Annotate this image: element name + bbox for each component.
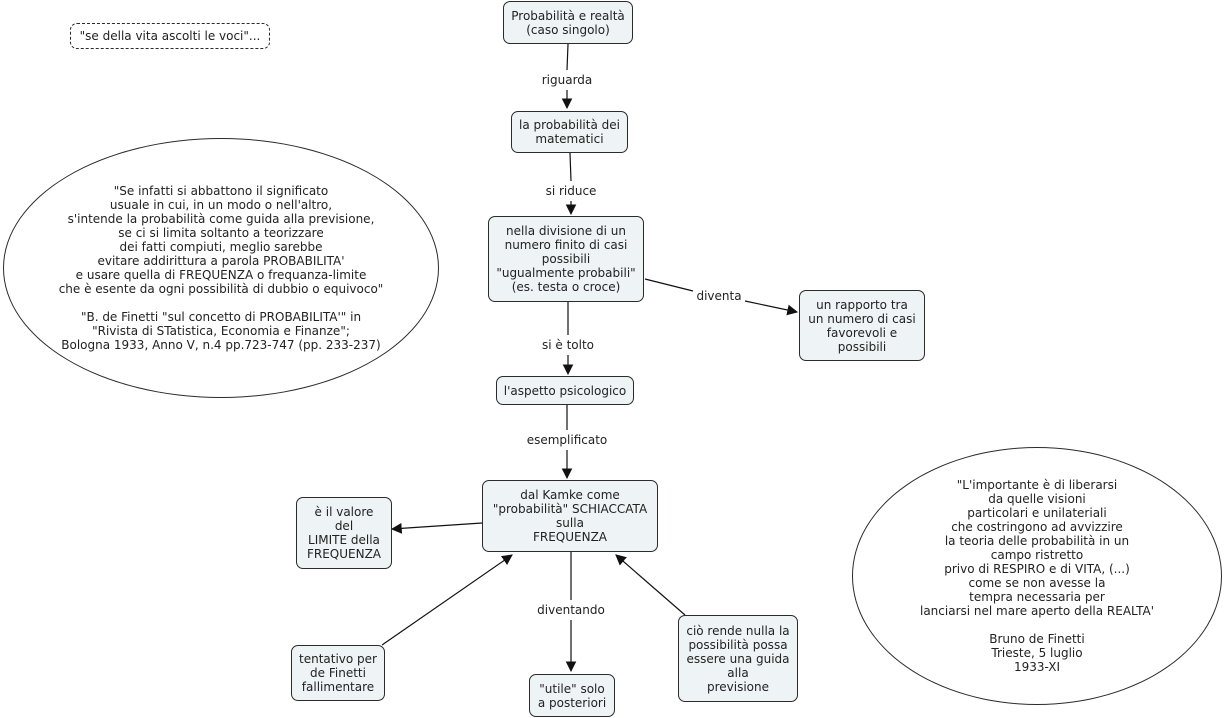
concept-rapporto[interactable]: un rapporto tra un numero di casi favore… bbox=[799, 290, 925, 361]
concept-probabilita-matematici[interactable]: la probabilità dei matematici bbox=[511, 111, 628, 153]
concept-tentativo[interactable]: tentativo per de Finetti fallimentare bbox=[291, 645, 385, 701]
quote-left-ellipse[interactable]: "Se infatti si abbattono il significato … bbox=[3, 138, 439, 398]
link-si-riduce: si riduce bbox=[542, 183, 600, 199]
note-voci[interactable]: "se della vita ascolti le voci"... bbox=[70, 23, 270, 49]
concept-guida-previsione[interactable]: ciò rende nulla la possibilità possa ess… bbox=[678, 615, 798, 702]
concept-limite-frequenza[interactable]: è il valore del LIMITE della FREQUENZA bbox=[296, 497, 392, 569]
link-riguarda: riguarda bbox=[538, 72, 596, 88]
concept-utile[interactable]: "utile" solo a posteriori bbox=[529, 674, 615, 717]
link-diventa: diventa bbox=[693, 288, 745, 304]
concept-aspetto-psicologico[interactable]: l'aspetto psicologico bbox=[496, 376, 634, 405]
concept-kamke[interactable]: dal Kamke come "probabilità" SCHIACCATA … bbox=[482, 480, 658, 552]
concept-probabilita-realta[interactable]: Probabilità e realtà (caso singolo) bbox=[503, 1, 633, 44]
concept-divisione[interactable]: nella divisione di un numero finito di c… bbox=[488, 216, 644, 302]
link-esemplificato: esemplificato bbox=[523, 432, 611, 448]
quote-right-ellipse[interactable]: "L'importante è di liberarsi da quelle v… bbox=[852, 447, 1222, 705]
link-diventando: diventando bbox=[534, 602, 608, 618]
link-si-e-tolto: si è tolto bbox=[538, 337, 598, 353]
